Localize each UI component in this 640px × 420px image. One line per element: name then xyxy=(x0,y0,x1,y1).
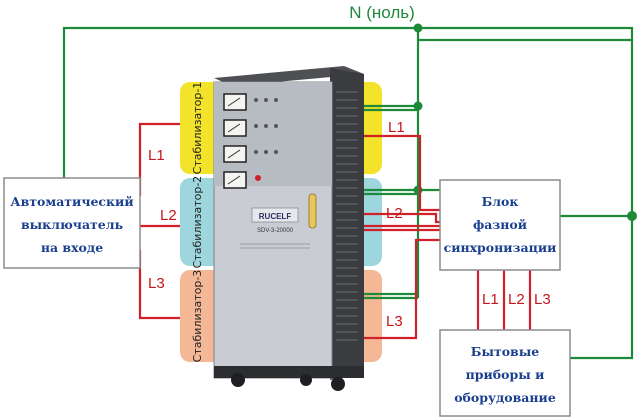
breaker-line-2: выключатель xyxy=(21,217,123,232)
input-l3-label: L3 xyxy=(148,275,165,292)
phase-wiring-appliances xyxy=(476,270,532,330)
appliance-l1-label: L1 xyxy=(482,291,499,308)
phase-wiring-output xyxy=(364,134,440,340)
sync-line-2: фазной xyxy=(473,217,527,232)
output-l1-label: L1 xyxy=(388,119,405,136)
voltmeter-icon xyxy=(223,93,247,189)
appliances-line-1: Бытовые xyxy=(471,344,540,359)
stabilizer-2-label: Стабилизатор-2 xyxy=(191,176,204,269)
appliances-line-2: приборы и xyxy=(466,367,545,382)
device-model: SDV-3-20000 xyxy=(257,228,294,234)
appliance-l3-label: L3 xyxy=(534,291,551,308)
output-l3-label: L3 xyxy=(386,313,403,330)
device-brand: RUCELF xyxy=(259,212,292,221)
stabilizer-3-label: Стабилизатор-3 xyxy=(191,270,204,363)
phase-wiring-input xyxy=(138,122,180,320)
appliances-box: Бытовые приборы и оборудование xyxy=(439,329,571,417)
breaker-line-3: на входе xyxy=(41,240,103,255)
output-l2-label: L2 xyxy=(386,205,403,222)
breaker-line-1: Автоматический xyxy=(10,194,133,209)
phase-sync-box: Блок фазной синхронизации xyxy=(439,179,561,271)
neutral-label: N (ноль) xyxy=(349,3,415,22)
sync-line-1: Блок xyxy=(482,194,519,209)
stabilizer-cabinet: RUCELF SDV-3-20000 xyxy=(213,66,364,391)
appliance-l2-label: L2 xyxy=(508,291,525,308)
input-l1-label: L1 xyxy=(148,147,165,164)
appliances-line-3: оборудование xyxy=(454,390,556,405)
input-breaker-box: Автоматический выключатель на входе xyxy=(3,177,141,269)
sync-line-3: синхронизации xyxy=(444,240,557,255)
indicator-lamps-icon xyxy=(254,98,278,181)
stabilizer-1-label: Стабилизатор-1 xyxy=(191,82,204,175)
input-l2-label: L2 xyxy=(160,207,177,224)
